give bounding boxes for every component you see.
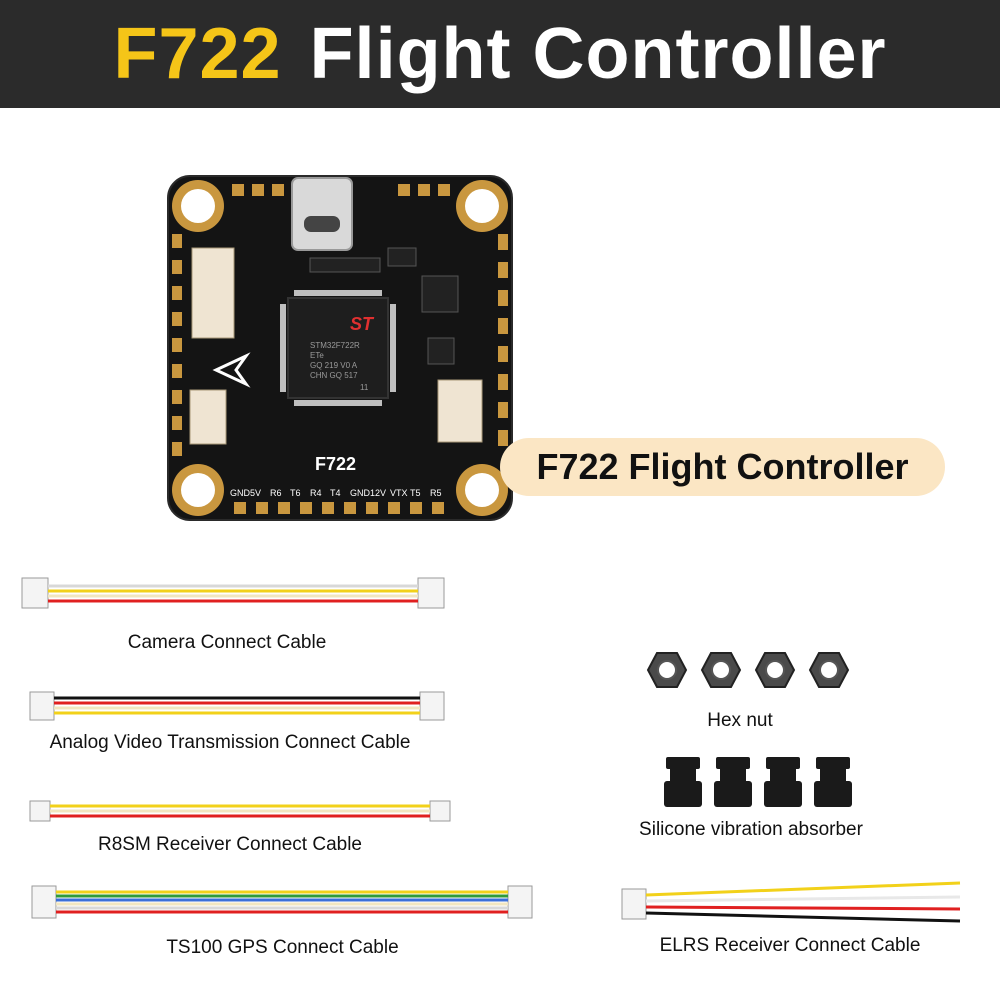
pad-label: T4	[330, 488, 341, 498]
pad-label: 12V	[370, 488, 386, 498]
pad-label: T5	[410, 488, 421, 498]
elrs-cable-image	[621, 881, 961, 923]
pad-label: R6	[270, 488, 282, 498]
gps-cable-caption: TS100 GPS Connect Cable	[166, 937, 399, 958]
title-accent: F722	[113, 14, 282, 94]
hex-nut-caption: Hex nut	[707, 710, 773, 731]
elrs-cable-caption: ELRS Receiver Connect Cable	[659, 935, 921, 956]
board-illustration: ST STM32F722R ETe GQ 219 V0 A CHN GQ 517…	[167, 175, 513, 521]
gps-cable-image	[31, 885, 533, 919]
pad-label: 5V	[250, 488, 261, 498]
svg-text:GQ 219 V0 A: GQ 219 V0 A	[310, 361, 358, 370]
absorber-caption: Silicone vibration absorber	[639, 819, 863, 840]
r8sm-cable-caption: R8SM Receiver Connect Cable	[97, 834, 362, 855]
header-banner: F722 Flight Controller	[0, 0, 1000, 108]
svg-text:11: 11	[360, 383, 369, 392]
mounting-holes	[172, 180, 508, 516]
svg-text:CHN GQ 517: CHN GQ 517	[310, 371, 358, 380]
svg-text:STM32F722R: STM32F722R	[310, 341, 360, 350]
svg-text:F722: F722	[315, 454, 356, 474]
product-label: F722 Flight Controller	[500, 438, 945, 496]
camera-cable-image	[21, 577, 445, 609]
pad-label: R4	[310, 488, 322, 498]
svg-text:ST: ST	[350, 314, 375, 334]
r8sm-cable-image	[29, 800, 451, 822]
flight-controller-board: ST STM32F722R ETe GQ 219 V0 A CHN GQ 517…	[160, 168, 520, 528]
svg-text:ETe: ETe	[310, 351, 324, 360]
camera-cable-caption: Camera Connect Cable	[127, 632, 327, 653]
video-cable-caption: Analog Video Transmission Connect Cable	[49, 732, 411, 753]
pad-label: T6	[290, 488, 301, 498]
hex-nut-image	[646, 652, 850, 688]
title-rest: Flight Controller	[309, 14, 887, 94]
pad-label: GND	[350, 488, 371, 498]
absorber-image	[664, 757, 852, 807]
pad-label: VTX	[390, 488, 408, 498]
pad-label: R5	[430, 488, 442, 498]
pad-label: GND	[230, 488, 251, 498]
video-cable-image	[29, 691, 445, 721]
